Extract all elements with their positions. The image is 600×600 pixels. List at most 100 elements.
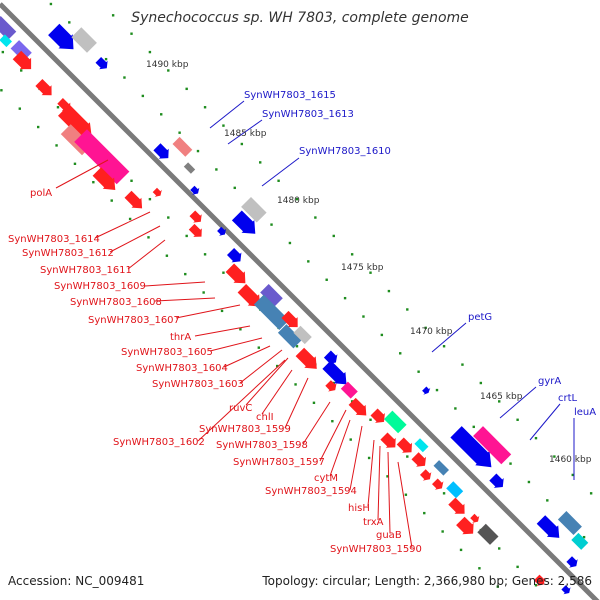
gene-feature[interactable] <box>432 478 444 490</box>
gene-feature[interactable] <box>189 210 202 223</box>
gene-label-1611[interactable]: SynWH7803_1611 <box>40 265 132 276</box>
gene-feature[interactable] <box>74 129 130 185</box>
gene-label-1597[interactable]: SynWH7803_1597 <box>233 457 325 468</box>
gene-feature[interactable] <box>380 432 396 448</box>
gene-label-leuA[interactable]: leuA <box>574 407 596 418</box>
gene-feature[interactable] <box>446 481 464 499</box>
gene-label-1604[interactable]: SynWH7803_1604 <box>136 363 228 374</box>
accession-text: Accession: NC_009481 <box>8 574 145 588</box>
gene-label-1602[interactable]: SynWH7803_1602 <box>113 437 205 448</box>
gene-label-1590[interactable]: SynWH7803_1590 <box>330 544 422 555</box>
gene-label-1615[interactable]: SynWH7803_1615 <box>244 90 336 101</box>
gene-feature[interactable] <box>12 50 32 70</box>
tick-dot <box>148 197 152 201</box>
gene-label-ruvC[interactable]: ruvC <box>229 403 252 414</box>
gene-feature[interactable] <box>557 511 582 535</box>
tick-dot <box>435 388 439 392</box>
tick-dot <box>349 438 352 441</box>
gene-label-1613[interactable]: SynWH7803_1613 <box>262 109 354 120</box>
gene-feature[interactable] <box>188 223 202 237</box>
gene-label-1608[interactable]: SynWH7803_1608 <box>70 297 162 308</box>
gene-feature[interactable] <box>450 426 492 468</box>
gene-label-1609[interactable]: SynWH7803_1609 <box>54 281 146 292</box>
gene-feature[interactable] <box>295 347 317 369</box>
gene-feature[interactable] <box>293 325 312 345</box>
gene-feature[interactable] <box>323 350 338 365</box>
gene-feature[interactable] <box>571 532 589 550</box>
gene-feature[interactable] <box>190 185 200 195</box>
gene-feature[interactable] <box>124 190 143 209</box>
gene-feature[interactable] <box>456 516 474 535</box>
gene-feature[interactable] <box>253 294 290 330</box>
gene-label-chlI[interactable]: chlI <box>256 412 274 423</box>
gene-feature[interactable] <box>566 556 578 568</box>
gene-feature[interactable] <box>340 381 358 399</box>
gene-feature[interactable] <box>241 197 267 223</box>
gene-feature[interactable] <box>411 452 427 467</box>
gene-feature[interactable] <box>420 469 432 481</box>
gene-label-thrA[interactable]: thrA <box>170 332 191 343</box>
gene-feature[interactable] <box>231 210 256 234</box>
gene-feature[interactable] <box>470 513 480 523</box>
kbp-tick-label: 1460 kbp <box>549 455 592 465</box>
gene-label-1605[interactable]: SynWH7803_1605 <box>121 347 213 358</box>
gene-feature[interactable] <box>153 143 169 159</box>
gene-feature[interactable] <box>183 162 196 174</box>
gene-feature[interactable] <box>92 167 116 190</box>
tick-dot <box>167 216 170 219</box>
gene-feature[interactable] <box>48 23 74 50</box>
gene-label-cytM[interactable]: cytM <box>314 473 338 484</box>
gene-feature[interactable] <box>172 136 193 157</box>
gene-feature[interactable] <box>0 16 17 41</box>
gene-label-1594[interactable]: SynWH7803_1594 <box>265 486 357 497</box>
gene-feature[interactable] <box>561 585 571 595</box>
gene-feature[interactable] <box>58 104 92 139</box>
tick-dot <box>20 69 23 72</box>
gene-label-crtL[interactable]: crtL <box>558 393 578 404</box>
gene-feature[interactable] <box>536 515 560 538</box>
gene-feature[interactable] <box>477 523 499 545</box>
gene-label-1610[interactable]: SynWH7803_1610 <box>299 146 391 157</box>
gene-feature[interactable] <box>448 497 465 514</box>
gene-feature[interactable] <box>225 263 246 284</box>
gene-label-1599[interactable]: SynWH7803_1599 <box>199 424 291 435</box>
gene-feature[interactable] <box>71 27 97 53</box>
gene-feature[interactable] <box>322 360 347 385</box>
gene-feature[interactable] <box>533 574 546 586</box>
gene-feature[interactable] <box>95 57 108 70</box>
gene-feature[interactable] <box>152 187 162 197</box>
gene-feature[interactable] <box>414 438 429 453</box>
gene-label-hisH[interactable]: hisH <box>348 503 370 514</box>
gene-feature[interactable] <box>260 284 283 307</box>
gene-label-1614[interactable]: SynWH7803_1614 <box>8 234 100 245</box>
gene-label-petG[interactable]: petG <box>468 312 492 323</box>
gene-feature[interactable] <box>277 324 302 349</box>
gene-feature[interactable] <box>227 248 242 263</box>
gene-feature[interactable] <box>35 79 52 96</box>
tick-dot <box>472 425 475 429</box>
gene-feature[interactable] <box>281 310 298 328</box>
gene-label-trxA[interactable]: trxA <box>363 517 384 528</box>
tick-dot <box>387 289 391 293</box>
gene-label-gyrA[interactable]: gyrA <box>538 376 561 387</box>
gene-label-guaB[interactable]: guaB <box>376 530 402 541</box>
gene-label-1607[interactable]: SynWH7803_1607 <box>88 315 180 326</box>
gene-feature[interactable] <box>384 410 407 434</box>
gene-feature[interactable] <box>237 284 261 307</box>
gene-feature[interactable] <box>489 473 504 488</box>
gene-feature[interactable] <box>422 386 431 395</box>
gene-feature[interactable] <box>396 437 412 453</box>
tick-dot <box>123 76 126 79</box>
gene-feature[interactable] <box>0 34 12 48</box>
leader-line <box>349 425 363 491</box>
gene-label-1598[interactable]: SynWH7803_1598 <box>216 440 308 451</box>
gene-feature[interactable] <box>473 426 512 465</box>
gene-feature[interactable] <box>325 380 337 392</box>
gene-feature[interactable] <box>433 460 450 476</box>
gene-label-1603[interactable]: SynWH7803_1603 <box>152 379 244 390</box>
gene-feature[interactable] <box>370 408 385 423</box>
gene-label-1612[interactable]: SynWH7803_1612 <box>22 248 114 259</box>
gene-label-polA[interactable]: polA <box>30 188 52 199</box>
gene-feature[interactable] <box>217 226 227 236</box>
gene-feature[interactable] <box>348 397 367 416</box>
